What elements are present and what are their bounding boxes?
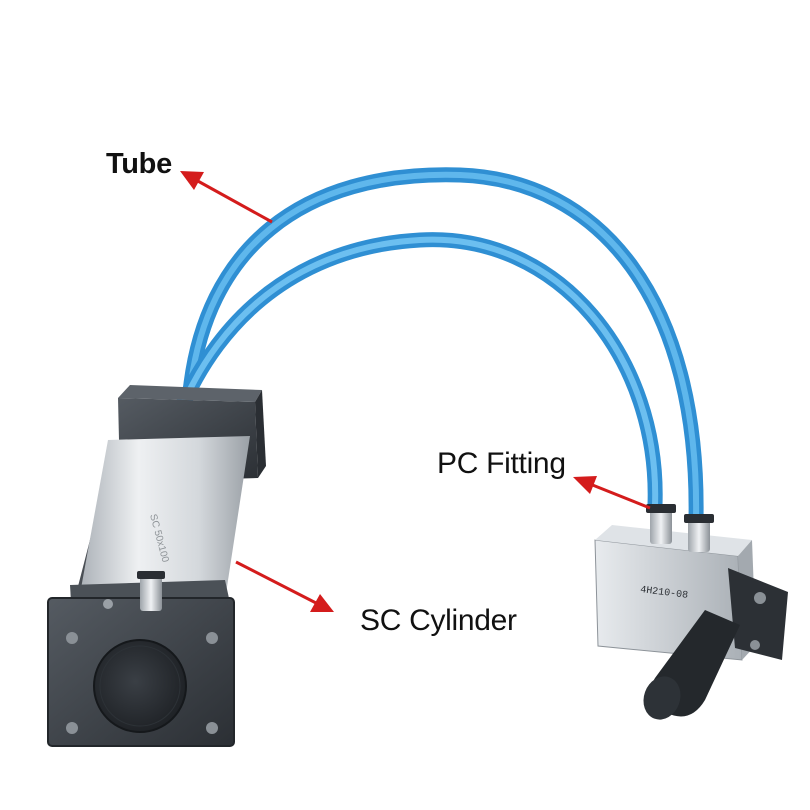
tube-arrow-icon — [180, 171, 273, 224]
sc-cylinder-label: SC Cylinder — [360, 604, 517, 637]
cylinder-barrel — [78, 436, 250, 605]
piston-rod-face — [93, 639, 187, 733]
hand-valve: 4H210-08 — [594, 504, 788, 720]
sc-cylinder-arrow-icon — [235, 560, 334, 612]
tube-label: Tube — [106, 148, 172, 180]
pc-fitting-label: PC Fitting — [437, 447, 566, 480]
sc-cylinder: SC 50x100 — [47, 385, 266, 747]
pc-fitting-arrow-icon — [573, 476, 651, 510]
